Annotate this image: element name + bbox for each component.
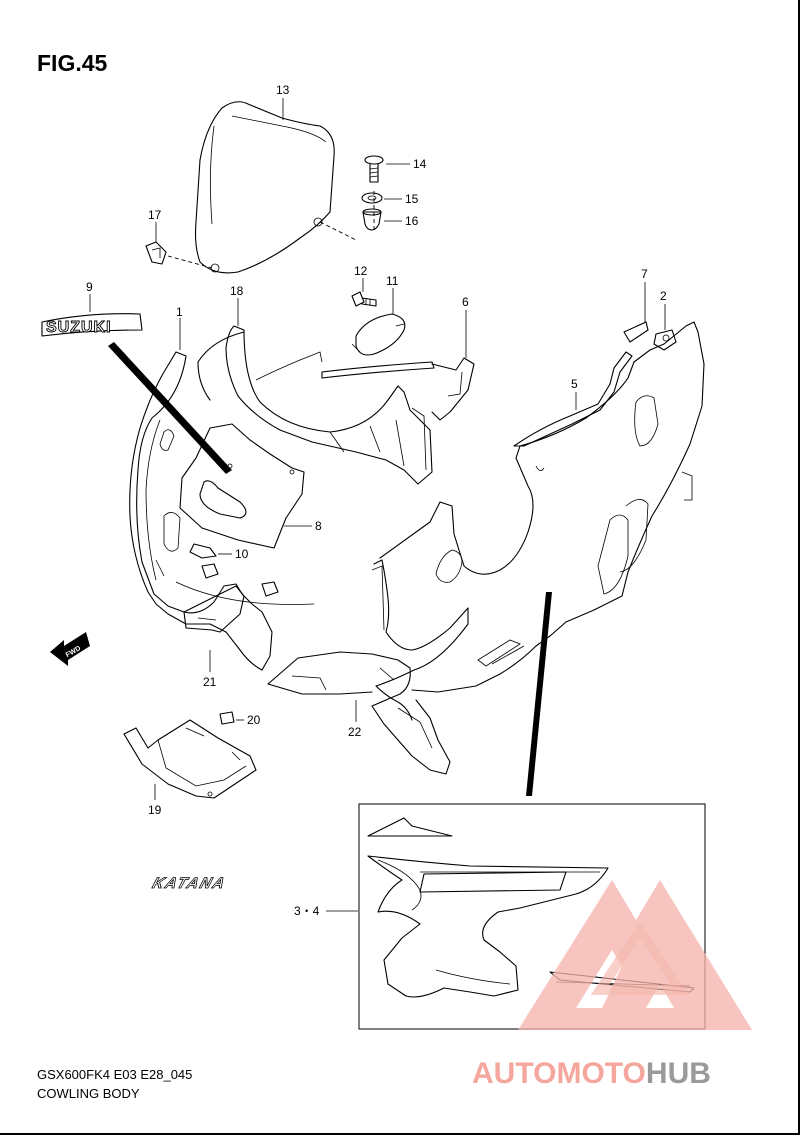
- bolt-part-12: [351, 291, 377, 307]
- side-cowl-left-part-1: [129, 351, 273, 671]
- model-code: GSX600FK4 E03 E28_045: [37, 1067, 193, 1082]
- callout-20: 20: [247, 713, 261, 727]
- callout-13: 13: [276, 83, 290, 97]
- clip-part-7: [623, 321, 649, 343]
- callout-6: 6: [462, 295, 469, 309]
- callout-19: 19: [148, 803, 162, 817]
- decal-logo-text: KATANA: [150, 875, 228, 892]
- screw-part-14: [364, 155, 384, 183]
- callout-7: 7: [641, 267, 648, 281]
- washer-part-15: [361, 192, 383, 204]
- callout-22: 22: [348, 725, 362, 739]
- inner-panel-part-8: [179, 423, 305, 549]
- brace-part-6: [321, 357, 475, 421]
- clip-part-2: [653, 329, 677, 351]
- watermark-logo: [518, 880, 752, 1030]
- callout-8: 8: [315, 519, 322, 533]
- section-name: COWLING BODY: [37, 1086, 140, 1101]
- callout-9: 9: [86, 280, 93, 294]
- lower-cowl-part-19: [123, 719, 257, 799]
- callout-18: 18: [230, 284, 244, 298]
- well-nut-part-16: [362, 208, 382, 231]
- svg-text:AUTOMOTOHUB: AUTOMOTOHUB: [472, 1057, 711, 1090]
- emblem-part-9: SUZUKI: [41, 313, 143, 337]
- figure-title: FIG.45: [37, 50, 108, 76]
- suzuki-emblem-text: SUZUKI: [46, 319, 112, 336]
- callout-5: 5: [571, 377, 578, 391]
- callout-2: 2: [660, 289, 667, 303]
- clip-part-10: [189, 543, 217, 559]
- inner-panel-part-18: [197, 325, 433, 485]
- callout-15: 15: [405, 192, 419, 206]
- bolt-part-17: [145, 241, 167, 265]
- callout-14: 14: [413, 157, 427, 171]
- callout-16: 16: [405, 214, 419, 228]
- clip-part-20: [219, 711, 235, 725]
- cover-part-11: [351, 313, 406, 356]
- callout-3-4: 3・4: [294, 904, 320, 918]
- callout-11: 11: [386, 274, 399, 288]
- under-panel-part-22: [267, 651, 451, 775]
- callout-12: 12: [354, 264, 368, 278]
- forward-direction-arrow: FWD: [50, 632, 90, 666]
- callout-1: 1: [176, 305, 183, 319]
- windscreen-part-13: [194, 101, 335, 274]
- callout-21: 21: [203, 675, 217, 689]
- main-cowl-body: [371, 321, 705, 721]
- watermark-text-part2: HUB: [646, 1057, 711, 1090]
- callout-17: 17: [148, 208, 162, 222]
- callout-10: 10: [235, 547, 249, 561]
- rib-part-5: [513, 351, 633, 447]
- lower-panel-part-21: [183, 585, 245, 633]
- watermark-text-part1: AUTOMOTO: [472, 1057, 646, 1090]
